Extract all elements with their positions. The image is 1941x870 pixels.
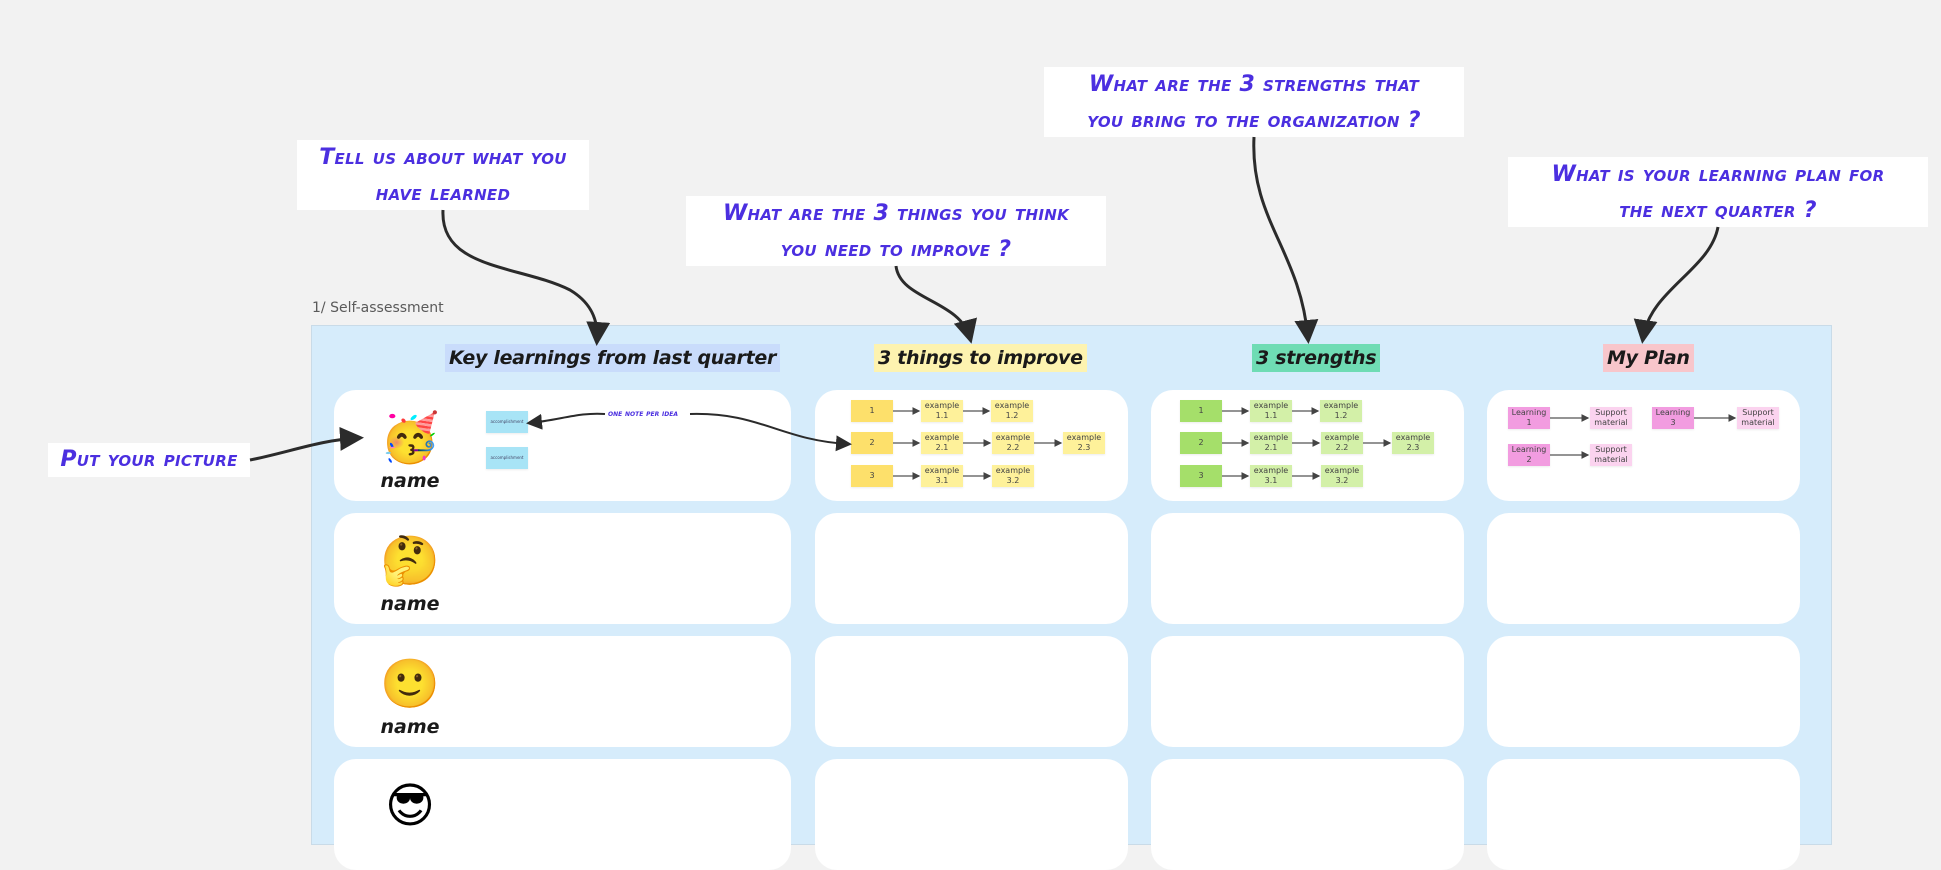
card-plan-row-3[interactable]: [1487, 636, 1800, 747]
plan-support-1[interactable]: Support material: [1590, 407, 1632, 429]
improve-example-1-1[interactable]: example 1.1: [921, 400, 963, 422]
column-title-plan[interactable]: My Plan: [1603, 344, 1694, 372]
strength-example-1-2[interactable]: example 1.2: [1320, 400, 1362, 422]
card-strengths-row-4[interactable]: [1151, 759, 1464, 870]
callout-picture[interactable]: Put your picture: [48, 443, 250, 477]
strength-item-1[interactable]: 1: [1180, 400, 1222, 422]
strength-example-2-3[interactable]: example 2.3: [1392, 432, 1434, 454]
card-learnings-row-1[interactable]: [334, 390, 791, 501]
card-improve-row-3[interactable]: [815, 636, 1128, 747]
arrow-plan: [1633, 226, 1720, 344]
strength-item-3[interactable]: 3: [1180, 465, 1222, 487]
callout-improve[interactable]: What are the 3 things you think you need…: [686, 196, 1106, 266]
improve-item-1[interactable]: 1: [851, 400, 893, 422]
improve-example-1-2[interactable]: example 1.2: [991, 400, 1033, 422]
card-learnings-row-3[interactable]: [334, 636, 791, 747]
arrow-learned: [441, 209, 611, 346]
strength-example-1-1[interactable]: example 1.1: [1250, 400, 1292, 422]
learning-note-2[interactable]: accomplishment: [486, 447, 528, 469]
strength-item-2[interactable]: 2: [1180, 432, 1222, 454]
improve-example-2-3[interactable]: example 2.3: [1063, 432, 1105, 454]
plan-learning-2[interactable]: Learning 2: [1508, 444, 1550, 466]
improve-example-2-1[interactable]: example 2.1: [921, 432, 963, 454]
person-name-1[interactable]: name: [380, 470, 440, 492]
callout-learned-line-2: have learned: [375, 181, 511, 206]
callout-plan-line-2: the next quarter ?: [1619, 198, 1817, 223]
avatar-party-face-icon[interactable]: 🥳: [380, 410, 440, 466]
improve-example-3-1[interactable]: example 3.1: [921, 465, 963, 487]
one-note-per-idea-label[interactable]: one note per idea: [606, 409, 680, 418]
plan-learning-3[interactable]: Learning 3: [1652, 407, 1694, 429]
person-name-2[interactable]: name: [380, 593, 440, 615]
strength-example-2-1[interactable]: example 2.1: [1250, 432, 1292, 454]
improve-item-3[interactable]: 3: [851, 465, 893, 487]
callout-strengths-line-1: What are the 3 strengths that: [1088, 72, 1420, 97]
column-title-strengths[interactable]: 3 strengths: [1252, 344, 1381, 372]
card-improve-row-2[interactable]: [815, 513, 1128, 624]
callout-plan-line-1: What is your learning plan for: [1551, 162, 1885, 187]
plan-support-2[interactable]: Support material: [1590, 444, 1632, 466]
callout-strengths-line-2: you bring to the organization ?: [1087, 108, 1421, 133]
avatar-smiling-face-icon[interactable]: 🙂: [380, 656, 440, 712]
strength-example-3-2[interactable]: example 3.2: [1321, 465, 1363, 487]
card-improve-row-4[interactable]: [815, 759, 1128, 870]
avatar-sunglasses-face-icon[interactable]: 😎: [384, 778, 436, 834]
column-title-improve[interactable]: 3 things to improve: [874, 344, 1087, 372]
callout-improve-line-1: What are the 3 things you think: [722, 201, 1070, 226]
improve-example-2-2[interactable]: example 2.2: [992, 432, 1034, 454]
card-learnings-row-2[interactable]: [334, 513, 791, 624]
strength-example-3-1[interactable]: example 3.1: [1250, 465, 1292, 487]
plan-learning-1[interactable]: Learning 1: [1508, 407, 1550, 429]
frame-label[interactable]: 1/ Self-assessment: [312, 300, 444, 316]
card-strengths-row-2[interactable]: [1151, 513, 1464, 624]
card-strengths-row-3[interactable]: [1151, 636, 1464, 747]
callout-plan[interactable]: What is your learning plan for the next …: [1508, 157, 1928, 227]
learning-note-1[interactable]: accomplishment: [486, 411, 528, 433]
improve-example-3-2[interactable]: example 3.2: [992, 465, 1034, 487]
improve-item-2[interactable]: 2: [851, 432, 893, 454]
callout-picture-text: Put your picture: [60, 447, 238, 472]
column-title-learnings[interactable]: Key learnings from last quarter: [445, 344, 781, 372]
callout-strengths[interactable]: What are the 3 strengths that you bring …: [1044, 67, 1464, 137]
person-name-3[interactable]: name: [380, 716, 440, 738]
callout-learned-line-1: Tell us about what you: [319, 145, 567, 170]
card-plan-row-4[interactable]: [1487, 759, 1800, 870]
card-plan-row-2[interactable]: [1487, 513, 1800, 624]
callout-learned[interactable]: Tell us about what you have learned: [297, 140, 589, 210]
callout-improve-line-2: you need to improve ?: [780, 237, 1012, 262]
arrow-strengths: [1252, 136, 1319, 344]
plan-support-3[interactable]: Support material: [1737, 407, 1779, 429]
avatar-thinking-face-icon[interactable]: 🤔: [380, 533, 440, 589]
strength-example-2-2[interactable]: example 2.2: [1321, 432, 1363, 454]
